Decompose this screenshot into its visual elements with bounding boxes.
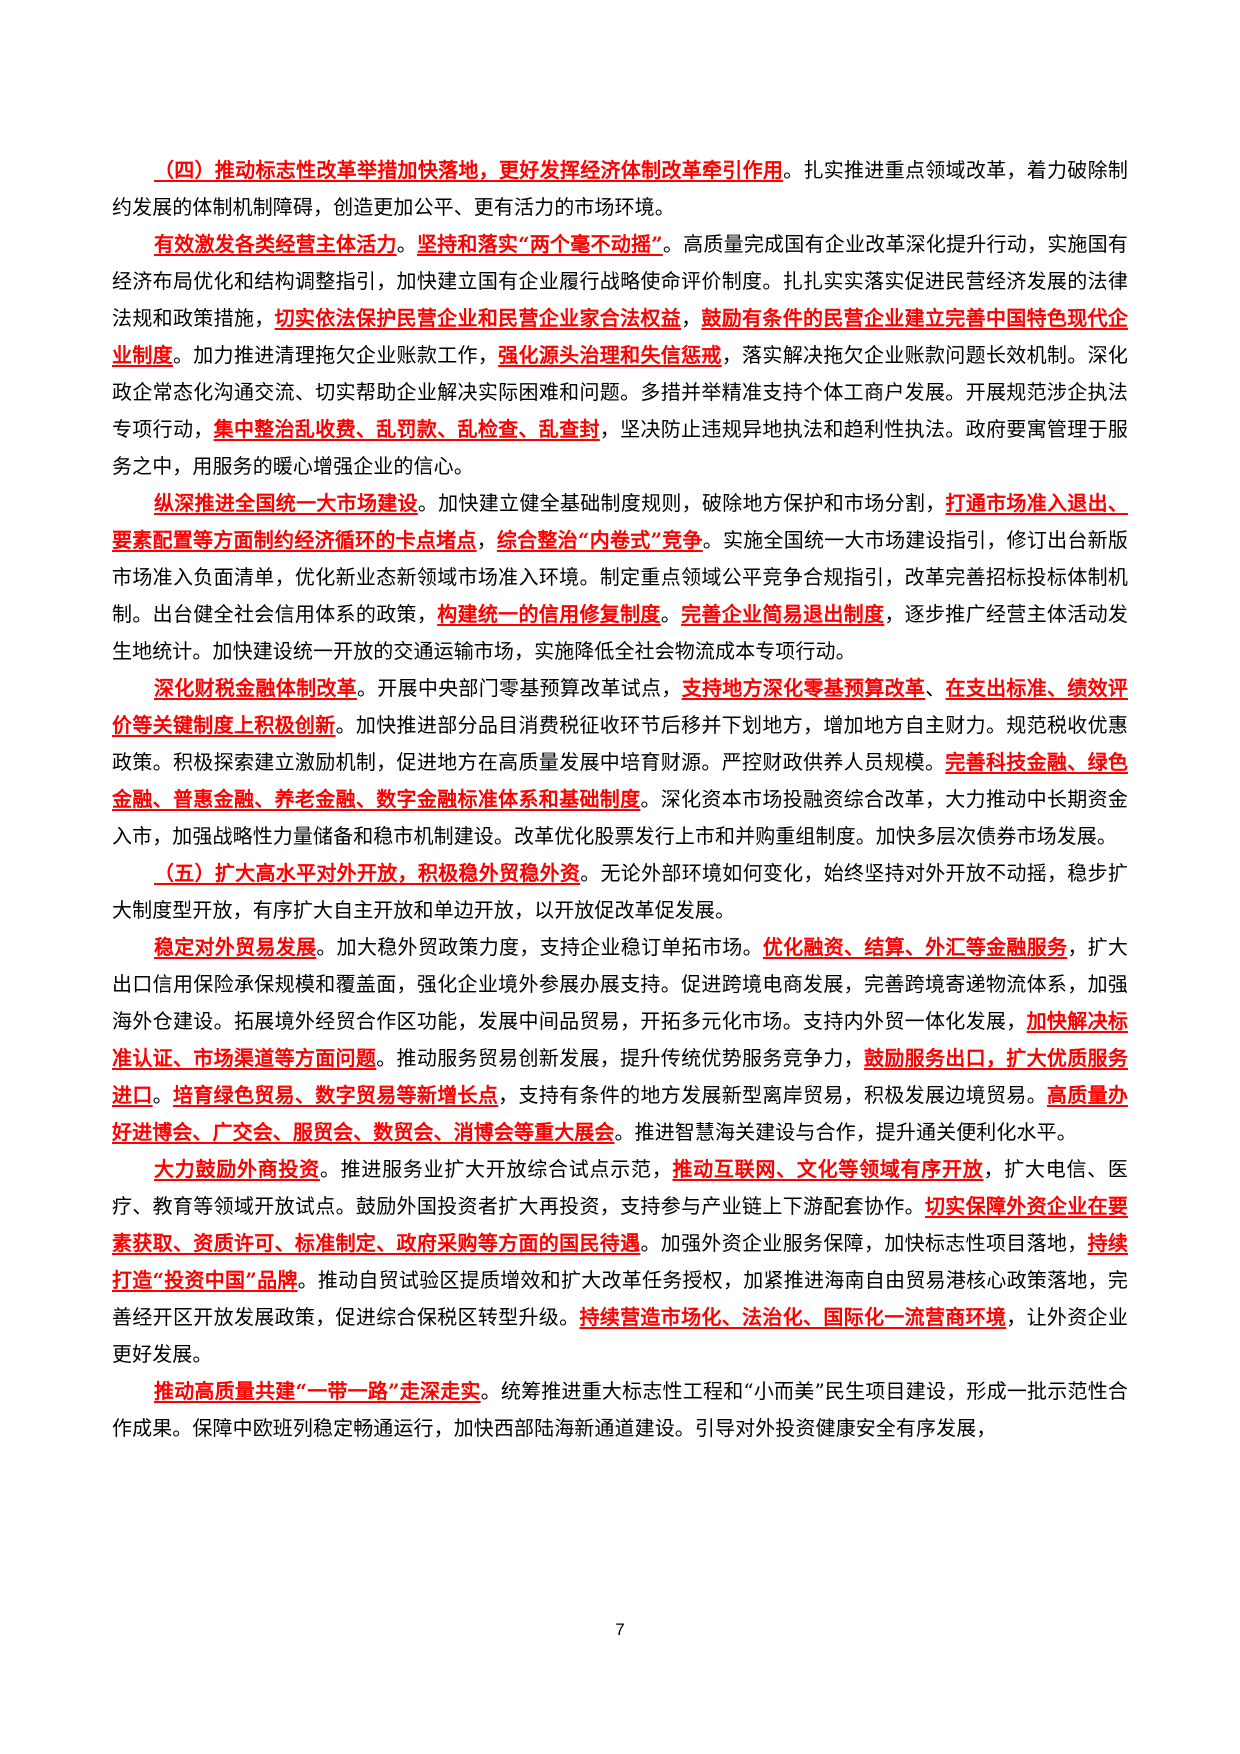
paragraph: 稳定对外贸易发展。加大稳外贸政策力度，支持企业稳订单拓市场。优化融资、结算、外汇… <box>112 929 1128 1151</box>
highlighted-phrase: 打通市场准入退出、要素配置等方面制约经济循环的卡点堵点 <box>112 491 1128 552</box>
body-text: ，扩大出口信用保险承保规模和覆盖面，强化企业境外参展办展支持。促进跨境电商发展，… <box>112 935 1129 1033</box>
paragraph: 大力鼓励外商投资。推进服务业扩大开放综合试点示范，推动互联网、文化等领域有序开放… <box>112 1151 1128 1373</box>
body-text: ，让外资企业更好发展。 <box>112 1305 1128 1366</box>
highlighted-phrase: 在支出标准、绩效评价等关键制度上积极创新 <box>112 676 1128 737</box>
highlighted-phrase: 深化财税金融体制改革 <box>154 676 357 700</box>
paragraph: （五）扩大高水平对外开放，积极稳外贸稳外资。无论外部环境如何变化，始终坚持对外开… <box>112 855 1128 929</box>
highlighted-phrase: 有效激发各类经营主体活力 <box>154 232 397 256</box>
body-text: 。 <box>152 1083 173 1107</box>
highlighted-phrase: 支持地方深化零基预算改革 <box>681 676 926 700</box>
highlighted-phrase: （四）推动标志性改革举措加快落地，更好发挥经济体制改革牵引作用 <box>154 158 784 182</box>
highlighted-phrase: 集中整治乱收费、乱罚款、乱检查、乱查封 <box>213 417 600 441</box>
body-text: 。推进智慧海关建设与合作，提升通关便利化水平。 <box>614 1120 1077 1144</box>
body-text: ，坚决防止违规异地执法和趋利性执法。政府要寓管理于服务之中，用服务的暖心增强企业… <box>112 417 1129 478</box>
body-text: ，扩大电信、医疗、教育等领域开放试点。鼓励外国投资者扩大再投资，支持参与产业链上… <box>112 1157 1129 1218</box>
body-text: 。推动自贸试验区提质增效和扩大改革任务授权，加紧推进海南自由贸易港核心政策落地，… <box>112 1268 1128 1329</box>
paragraph: （四）推动标志性改革举措加快落地，更好发挥经济体制改革牵引作用。扎实推进重点领域… <box>112 152 1128 226</box>
highlighted-phrase: 高质量办好进博会、广交会、服贸会、数贸会、消博会等重大展会 <box>112 1083 1128 1144</box>
body-text: 。推进服务业扩大开放综合试点示范， <box>319 1157 673 1181</box>
paragraph: 纵深推进全国统一大市场建设。加快建立健全基础制度规则，破除地方保护和市场分割，打… <box>112 485 1128 670</box>
highlighted-phrase: 优化融资、结算、外汇等金融服务 <box>762 935 1068 959</box>
highlighted-phrase: 强化源头治理和失信惩戒 <box>498 343 722 367</box>
highlighted-phrase: 鼓励有条件的民营企业建立完善中国特色现代企业制度 <box>112 306 1128 367</box>
highlighted-phrase: 持续打造“投资中国”品牌 <box>112 1231 1129 1292</box>
body-text: 。深化资本市场投融资综合改革，大力推动中长期资金入市，加强战略性力量储备和稳市机… <box>112 787 1128 848</box>
body-text: 、 <box>925 676 946 700</box>
document-body: （四）推动标志性改革举措加快落地，更好发挥经济体制改革牵引作用。扎实推进重点领域… <box>112 152 1128 1447</box>
highlighted-phrase: 培育绿色贸易、数字贸易等新增长点 <box>172 1083 499 1107</box>
highlighted-phrase: 坚持和落实“两个毫不动摇” <box>416 232 663 256</box>
body-text: 。加强外资企业服务保障，加快标志性项目落地， <box>640 1231 1088 1255</box>
highlighted-phrase: 完善企业简易退出制度 <box>681 602 885 626</box>
body-text: 。 <box>396 232 417 256</box>
paragraph: 有效激发各类经营主体活力。坚持和落实“两个毫不动摇”。高质量完成国有企业改革深化… <box>112 226 1128 485</box>
body-text: 。无论外部环境如何变化，始终坚持对外开放不动摇，稳步扩大制度型开放，有序扩大自主… <box>112 861 1129 922</box>
highlighted-phrase: 综合整治“内卷式”竞争 <box>496 528 703 552</box>
paragraph: 推动高质量共建“一带一路”走深走实。统筹推进重大标志性工程和“小而美”民生项目建… <box>112 1373 1128 1447</box>
body-text: 。 <box>660 602 682 626</box>
body-text: ，支持有条件的地方发展新型离岸贸易，积极发展边境贸易。 <box>498 1083 1047 1107</box>
body-text: 。加力推进清理拖欠企业账款工作， <box>172 343 499 367</box>
page-number: 7 <box>615 1620 625 1639</box>
body-text: 。统筹推进重大标志性工程和“小而美”民生项目建设，形成一批示范性合作成果。保障中… <box>112 1379 1129 1440</box>
body-text: 。加大稳外贸政策力度，支持企业稳订单拓市场。 <box>316 935 763 959</box>
body-text: ，逐步推广经营主体活动发生地统计。加快建设统一开放的交通运输市场，实施降低全社会… <box>112 602 1128 663</box>
body-text: 。实施全国统一大市场建设指引，修订出台新版市场准入负面清单，优化新业态新领域市场… <box>112 528 1128 626</box>
highlighted-phrase: 加快解决标准认证、市场渠道等方面问题 <box>112 1009 1129 1070</box>
highlighted-phrase: 推动互联网、文化等领域有序开放 <box>672 1157 984 1181</box>
highlighted-phrase: 持续营造市场化、法治化、国际化一流营商环境 <box>579 1305 1007 1329</box>
highlighted-phrase: 鼓励服务出口，扩大优质服务进口 <box>112 1046 1128 1107</box>
highlighted-phrase: （五）扩大高水平对外开放，积极稳外贸稳外资 <box>154 861 581 885</box>
body-text: 。高质量完成国有企业改革深化提升行动，实施国有经济布局优化和结构调整指引，加快建… <box>112 232 1128 330</box>
body-text: ， <box>681 306 702 330</box>
highlighted-phrase: 切实保障外资企业在要素获取、资质许可、标准制定、政府采购等方面的国民待遇 <box>112 1194 1129 1255</box>
body-text: ，落实解决拖欠企业账款问题长效机制。深化政企常态化沟通交流、切实帮助企业解决实际… <box>112 343 1128 441</box>
highlighted-phrase: 大力鼓励外商投资 <box>154 1157 320 1181</box>
highlighted-phrase: 构建统一的信用修复制度 <box>437 602 661 626</box>
highlighted-phrase: 推动高质量共建“一带一路”走深走实 <box>154 1379 481 1403</box>
body-text: ， <box>476 528 497 552</box>
paragraph: 深化财税金融体制改革。开展中央部门零基预算改革试点，支持地方深化零基预算改革、在… <box>112 670 1128 855</box>
highlighted-phrase: 切实依法保护民营企业和民营企业家合法权益 <box>274 306 682 330</box>
highlighted-phrase: 纵深推进全国统一大市场建设 <box>154 491 418 515</box>
body-text: 。扎实推进重点领域改革，着力破除制约发展的体制机制障碍，创造更加公平、更有活力的… <box>112 158 1128 219</box>
body-text: 。加快推进部分品目消费税征收环节后移并下划地方，增加地方自主财力。规范税收优惠政… <box>112 713 1128 774</box>
body-text: 。开展中央部门零基预算改革试点， <box>356 676 682 700</box>
body-text: 。加快建立健全基础制度规则，破除地方保护和市场分割， <box>417 491 946 515</box>
highlighted-phrase: 稳定对外贸易发展 <box>154 935 317 959</box>
body-text: 。推动服务贸易创新发展，提升传统优势服务竞争力， <box>376 1046 864 1070</box>
highlighted-phrase: 完善科技金融、绿色金融、普惠金融、养老金融、数字金融标准体系和基础制度 <box>112 750 1128 811</box>
